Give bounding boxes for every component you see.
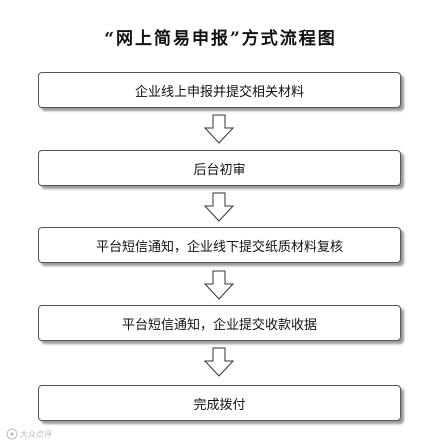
- flow-step-label: 平台短信通知，企业线下提交纸质材料复核: [95, 239, 343, 255]
- watermark: 大众点评: [6, 428, 52, 440]
- down-arrow-icon: [203, 192, 235, 222]
- flow-step-1: 企业线上申报并提交相关材料: [38, 72, 401, 108]
- down-arrow-icon: [203, 347, 235, 377]
- down-arrow-icon: [203, 270, 235, 300]
- flow-step-label: 平台短信通知，企业提交收款收据: [121, 317, 317, 333]
- flow-step-5: 完成拨付: [38, 385, 401, 421]
- watermark-logo-icon: [6, 428, 18, 440]
- flow-step-label: 企业线上申报并提交相关材料: [134, 84, 304, 100]
- watermark-text: 大众点评: [20, 429, 52, 439]
- flow-step-3: 平台短信通知，企业线下提交纸质材料复核: [38, 227, 401, 263]
- flow-step-4: 平台短信通知，企业提交收款收据: [38, 305, 401, 341]
- down-arrow-icon: [203, 114, 235, 144]
- flow-step-label: 后台初审: [193, 162, 246, 178]
- diagram-title: “网上简易申报”方式流程图: [104, 29, 337, 49]
- flow-step-2: 后台初审: [38, 150, 401, 186]
- flow-step-label: 完成拨付: [193, 397, 246, 413]
